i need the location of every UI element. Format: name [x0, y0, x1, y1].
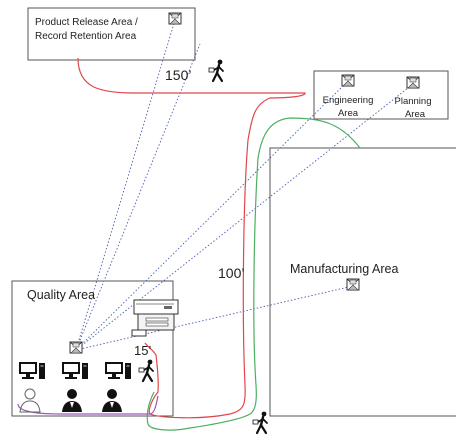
distance-label-100: 100’ — [218, 265, 244, 281]
quality-label: Quality Area — [27, 288, 95, 302]
printer-icon — [131, 299, 179, 337]
envelope-icon — [341, 74, 355, 87]
route-red — [77, 57, 306, 419]
planning-label-line1: Planning — [395, 96, 432, 107]
walking-person-icon — [207, 58, 225, 83]
walking-person-icon — [251, 410, 269, 435]
person-icon — [19, 388, 41, 413]
product-release-label-line2: Record Retention Area — [35, 31, 137, 42]
product-release-box — [27, 7, 196, 61]
envelope-icon — [168, 12, 182, 25]
envelope-icon — [406, 76, 420, 89]
manufacturing-label: Manufacturing Area — [290, 262, 398, 276]
distance-label-15: 15’ — [134, 343, 151, 358]
engineering-label-line1: Engineering — [323, 95, 374, 106]
manufacturing-box — [269, 147, 456, 417]
product-release-label-line1: Product Release Area / — [35, 17, 138, 28]
envelope-icon — [69, 341, 83, 354]
distance-label-150: 150’ — [165, 67, 191, 83]
route-purple — [17, 395, 159, 415]
route-green — [146, 117, 361, 431]
planning-label-line2: Area — [405, 109, 426, 120]
engineering-planning-box — [313, 70, 449, 120]
person-icon — [62, 389, 82, 412]
envelope-icon — [346, 278, 360, 291]
engineering-label-line2: Area — [338, 108, 359, 119]
person-icon — [102, 389, 122, 412]
